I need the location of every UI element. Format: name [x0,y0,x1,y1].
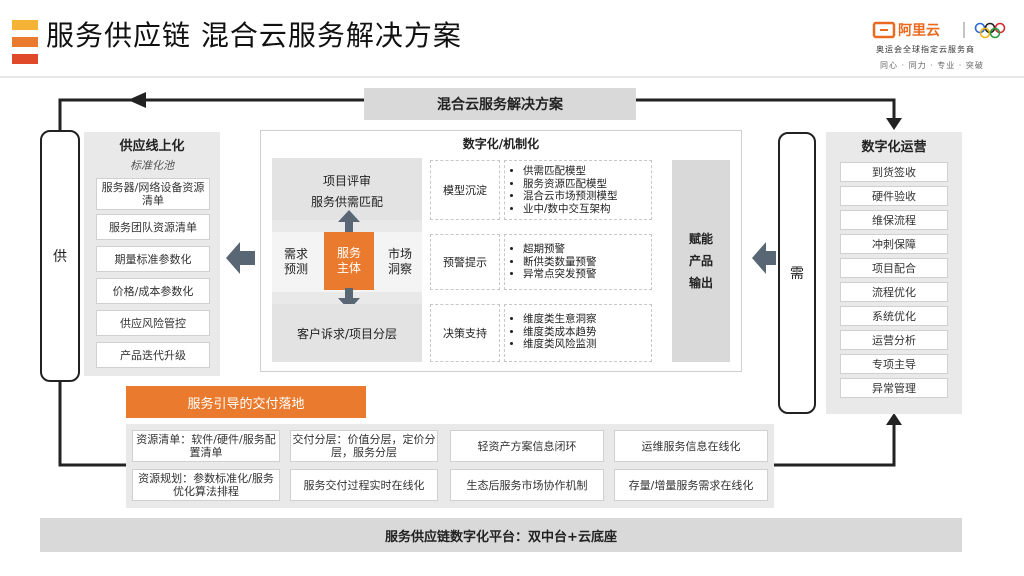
top-cell-line1: 项目评审 [322,173,371,188]
ops-item: 项目配合 [840,258,948,278]
arrow-left-top-icon [128,92,146,108]
demand-forecast-text: 需求预测 [283,247,308,276]
market-insight-text: 市场洞察 [387,247,412,276]
supply-item: 服务器/网络设备资源清单 [96,178,210,210]
row-label: 决策支持 [430,304,500,362]
arrow-up-right-icon [886,413,902,425]
delivery-item: 生态后服务市场协作机制 [450,469,604,501]
delivery-item: 资源规划：参数标准化/服务优化算法排程 [132,469,280,501]
row-bullets: 供需匹配模型 服务资源匹配模型 混合云市场预测模型 业中/数中交互架构 [504,160,652,220]
row-label: 预警提示 [430,234,500,290]
ops-item: 异常管理 [840,378,948,398]
delivery-item: 存量/增量服务需求在线化 [614,469,768,501]
arrow-down-right-icon [886,118,902,130]
row-label: 模型沉淀 [430,160,500,220]
ops-item: 运营分析 [840,330,948,350]
logo-mark [12,20,38,64]
bullet: 服务资源匹配模型 [523,178,651,191]
supply-item: 产品迭代升级 [96,342,210,368]
bullet: 异常点突发预警 [523,268,651,281]
demand-side-label: 需 [778,132,816,414]
supply-item: 期量标准参数化 [96,246,210,272]
updown-arrows-icon [338,210,360,310]
delivery-item: 资源清单：软件/硬件/服务配置清单 [132,430,280,462]
ops-item: 专项主导 [840,354,948,374]
bullet: 业中/数中交互架构 [523,203,651,216]
brand-name: 阿里云 [898,23,940,39]
center-title: 数字化/机制化 [462,136,540,151]
output-label: 赋能 产品 输出 [672,160,730,362]
ops-item: 维保流程 [840,210,948,230]
bottom-cell: 客户诉求/项目分层 [272,304,422,362]
supply-item: 服务团队资源清单 [96,214,210,240]
supply-title: 供应线上化 [119,138,185,154]
delivery-item: 轻资产方案信息闭环 [450,430,604,462]
top-cell-line2: 服务供需匹配 [310,194,383,209]
demand-arrow-icon [752,242,766,274]
row-bullets: 维度类生意洞察 维度类成本趋势 维度类风险监测 [504,304,652,362]
aliyun-logo-icon [872,21,1006,39]
bullet: 供需匹配模型 [523,165,651,178]
header-rule [0,76,1024,78]
platform-bar: 服务供应链数字化平台：双中台+云底座 [40,518,962,552]
bullet: 维度类生意洞察 [523,313,651,326]
supply-subtitle: 标准化池 [130,159,174,172]
market-insight: 市场洞察 [380,242,420,282]
page-title: 服务供应链 混合云服务解决方案 [46,19,462,52]
delivery-item: 运维服务信息在线化 [614,430,768,462]
ops-item: 硬件验收 [840,186,948,206]
bullet: 断供类数量预警 [523,256,651,269]
delivery-item: 交付分层：价值分层，定价分层，服务分层 [290,430,438,462]
ops-item: 到货签收 [840,162,948,182]
brand-slogan-2: 同心 · 同力 · 专业 · 突破 [880,61,984,70]
supply-side-label: 供 [40,130,80,382]
ops-item: 冲刺保障 [840,234,948,254]
supply-arrow-icon [226,242,255,274]
brand-logo [858,18,1018,74]
bullet: 混合云市场预测模型 [523,190,651,203]
service-subject: 服务主体 [324,232,374,290]
bullet: 超期预警 [523,243,651,256]
ops-item: 流程优化 [840,282,948,302]
brand-slogan-1: 奥运会全球指定云服务商 [876,45,975,54]
delivery-title: 服务引导的交付落地 [126,386,366,418]
supply-item: 供应风险管控 [96,310,210,336]
bullet: 维度类风险监测 [523,338,651,351]
ops-item: 系统优化 [840,306,948,326]
service-subject-text: 服务主体 [336,246,361,275]
bullet: 维度类成本趋势 [523,326,651,339]
demand-forecast: 需求预测 [276,242,316,282]
ops-title: 数字化运营 [861,139,927,155]
top-banner: 混合云服务解决方案 [364,88,636,120]
top-cell [272,158,422,220]
delivery-item: 服务交付过程实时在线化 [290,469,438,501]
supply-item: 价格/成本参数化 [96,278,210,304]
row-bullets: 超期预警 断供类数量预警 异常点突发预警 [504,234,652,290]
